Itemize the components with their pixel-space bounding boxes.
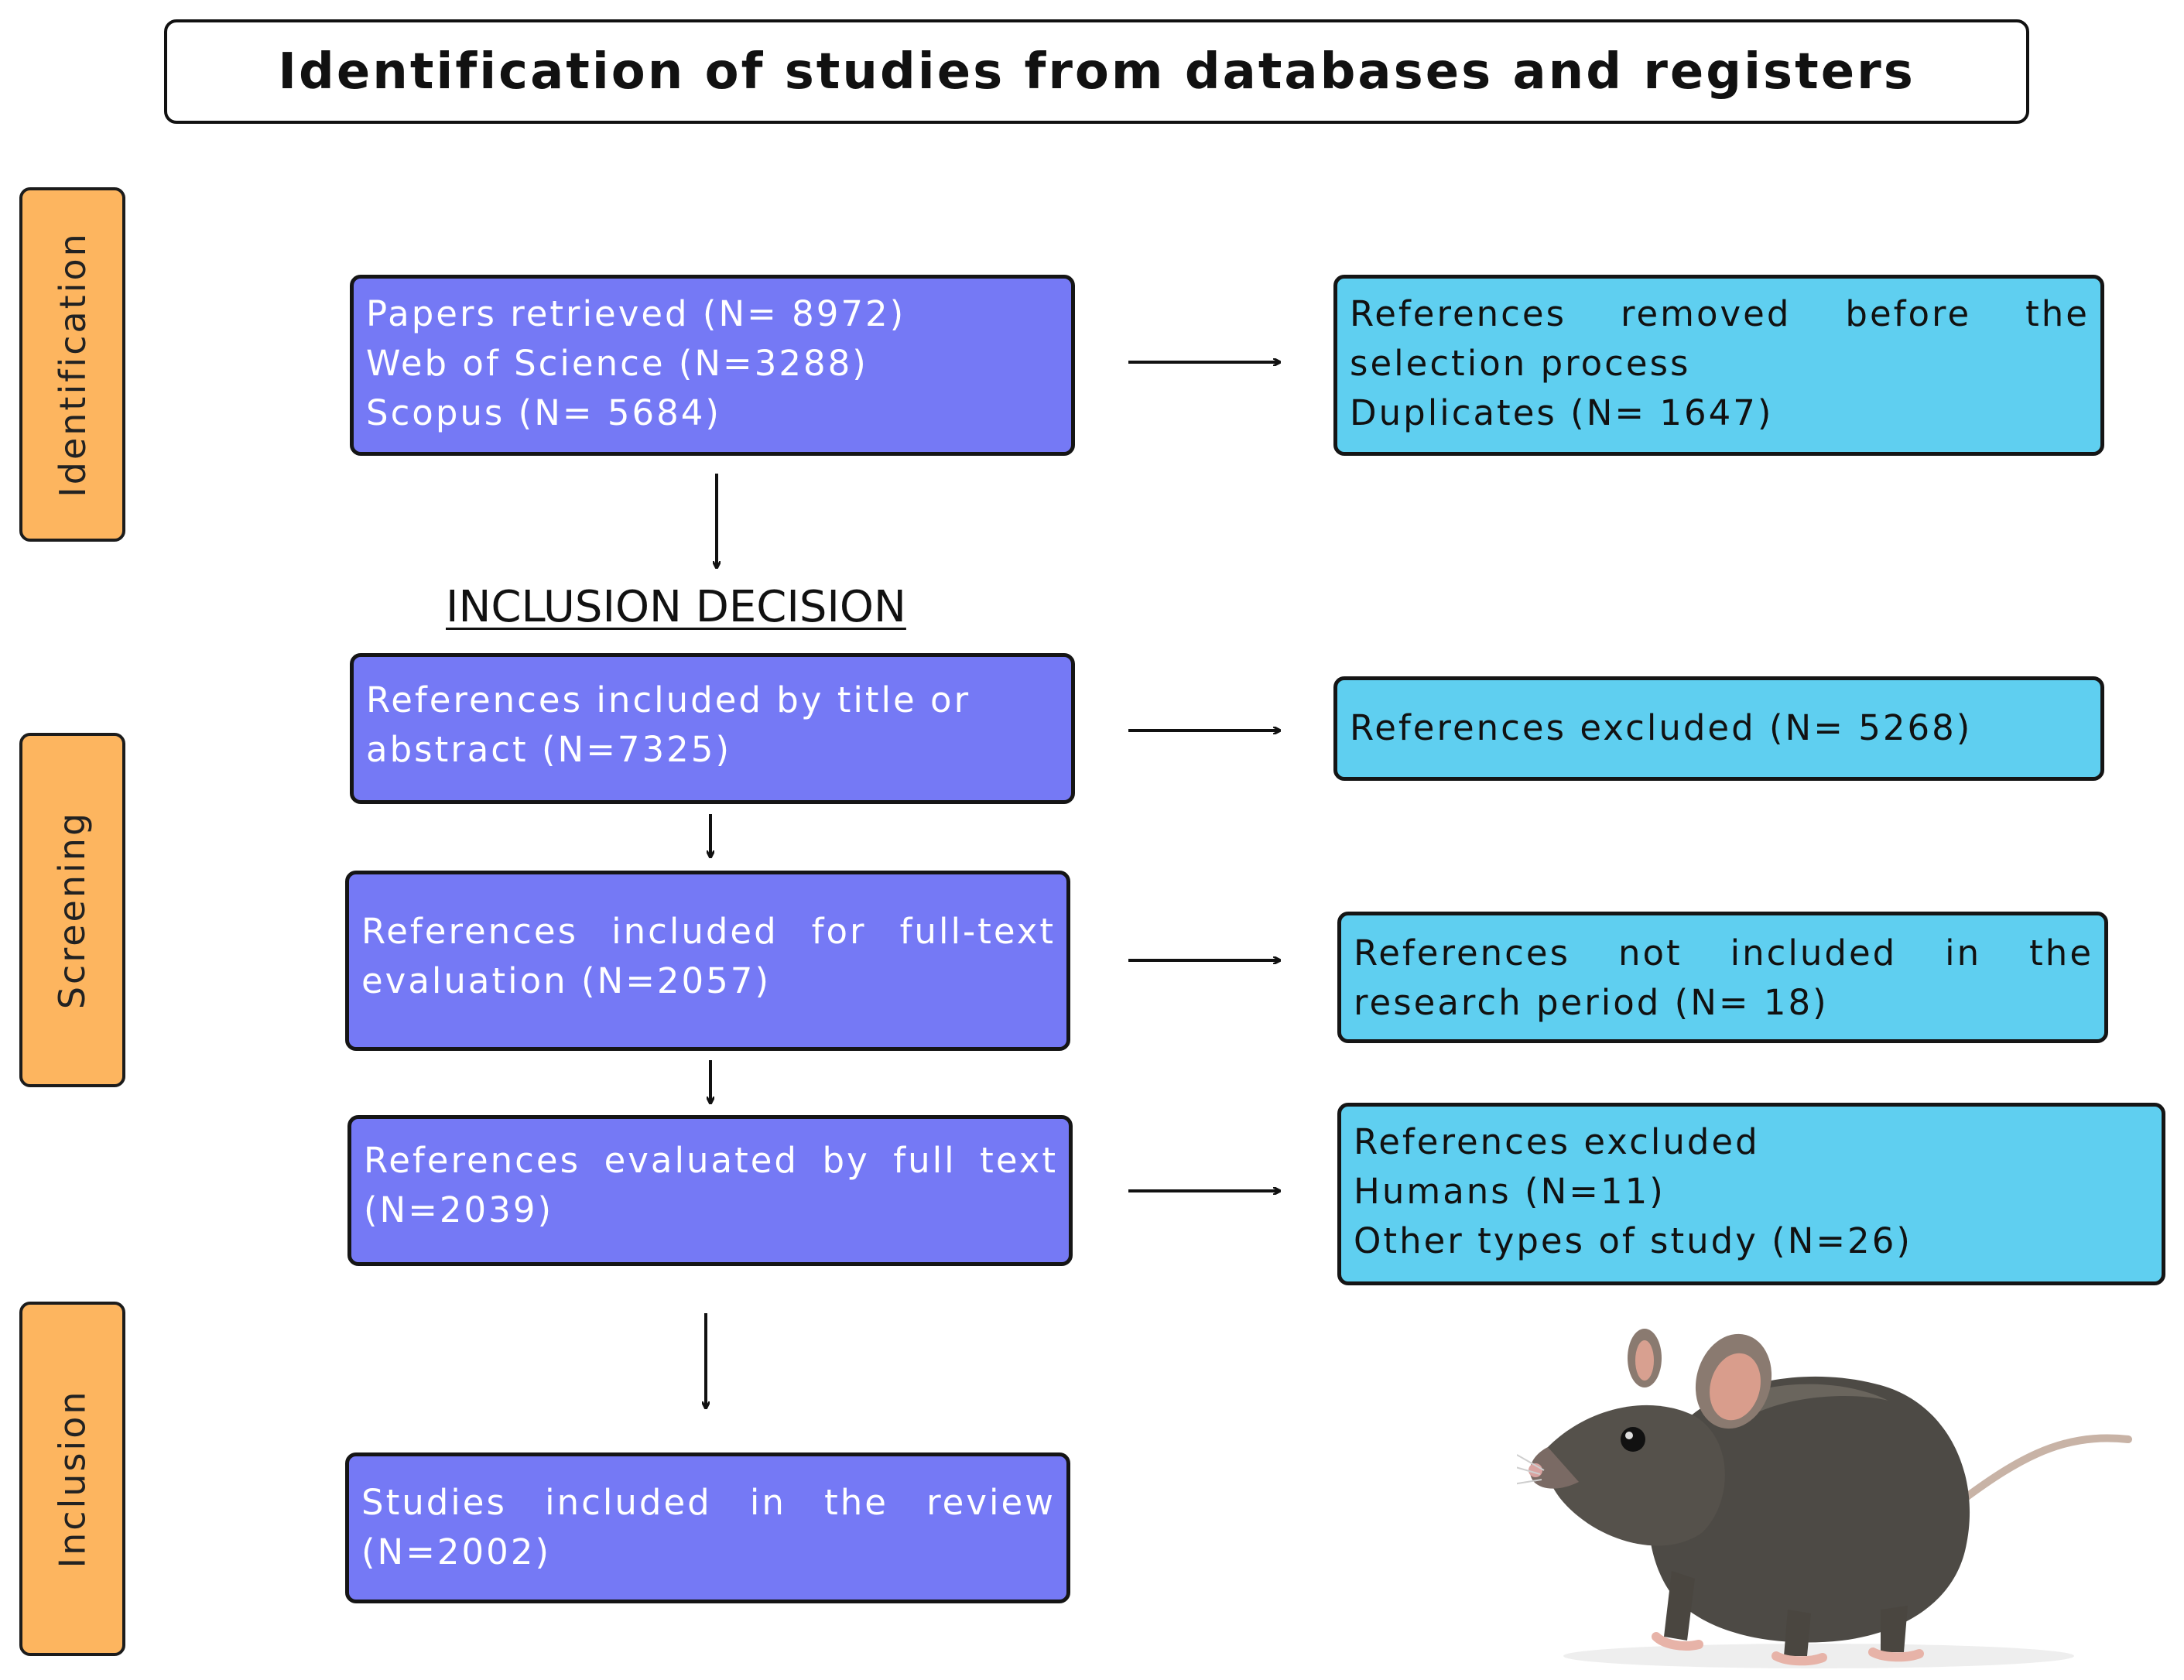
phase-identification: Identification [19, 187, 125, 542]
box-included-title-abstract: References included by title or abstract… [350, 653, 1075, 804]
box-removed-before-selection: References removed before the selection … [1333, 275, 2104, 456]
box-line: References excluded (N= 5268) [1350, 707, 1973, 748]
box-references-excluded: References excluded (N= 5268) [1333, 676, 2104, 781]
box-line: Web of Science (N=3288) [366, 343, 868, 384]
box-line: References not included in the [1354, 932, 2093, 973]
box-line: Duplicates (N= 1647) [1350, 392, 1774, 433]
box-line: research period (N= 18) [1354, 982, 1829, 1023]
box-line: References included by title or [366, 679, 971, 720]
box-line: References evaluated by full text [364, 1140, 1058, 1181]
box-line: (N=2002) [361, 1531, 552, 1572]
box-line: abstract (N=7325) [366, 729, 731, 770]
box-papers-retrieved: Papers retrieved (N= 8972) Web of Scienc… [350, 275, 1075, 456]
title-box: Identification of studies from databases… [164, 19, 2029, 124]
box-fulltext-evaluation: References included for full-text evalua… [345, 871, 1070, 1051]
box-studies-included: Studies included in the review (N=2002) [345, 1452, 1070, 1603]
box-line: evaluation (N=2057) [361, 960, 771, 1001]
diagram-title: Identification of studies from databases… [278, 43, 1915, 101]
box-line: Studies included in the review [361, 1482, 1056, 1523]
box-not-in-research-period: References not included in the research … [1337, 912, 2108, 1043]
inclusion-decision-heading: INCLUSION DECISION [446, 582, 906, 632]
box-evaluated-fulltext: References evaluated by full text (N=203… [347, 1115, 1073, 1266]
box-line: References included for full-text [361, 911, 1056, 952]
rat-photo [1517, 1329, 2132, 1668]
box-line: Humans (N=11) [1354, 1171, 1665, 1212]
phase-screening: Screening [19, 733, 125, 1087]
box-line: selection process [1350, 343, 1691, 384]
box-line: References excluded [1354, 1121, 1760, 1162]
box-excluded-types: References excluded Humans (N=11) Other … [1337, 1103, 2165, 1285]
box-line: Other types of study (N=26) [1354, 1220, 1912, 1261]
phase-inclusion: Inclusion [19, 1302, 125, 1656]
box-line: (N=2039) [364, 1189, 554, 1230]
box-line: References removed before the [1350, 293, 2090, 334]
box-line: Papers retrieved (N= 8972) [366, 293, 906, 334]
box-line: Scopus (N= 5684) [366, 392, 721, 433]
